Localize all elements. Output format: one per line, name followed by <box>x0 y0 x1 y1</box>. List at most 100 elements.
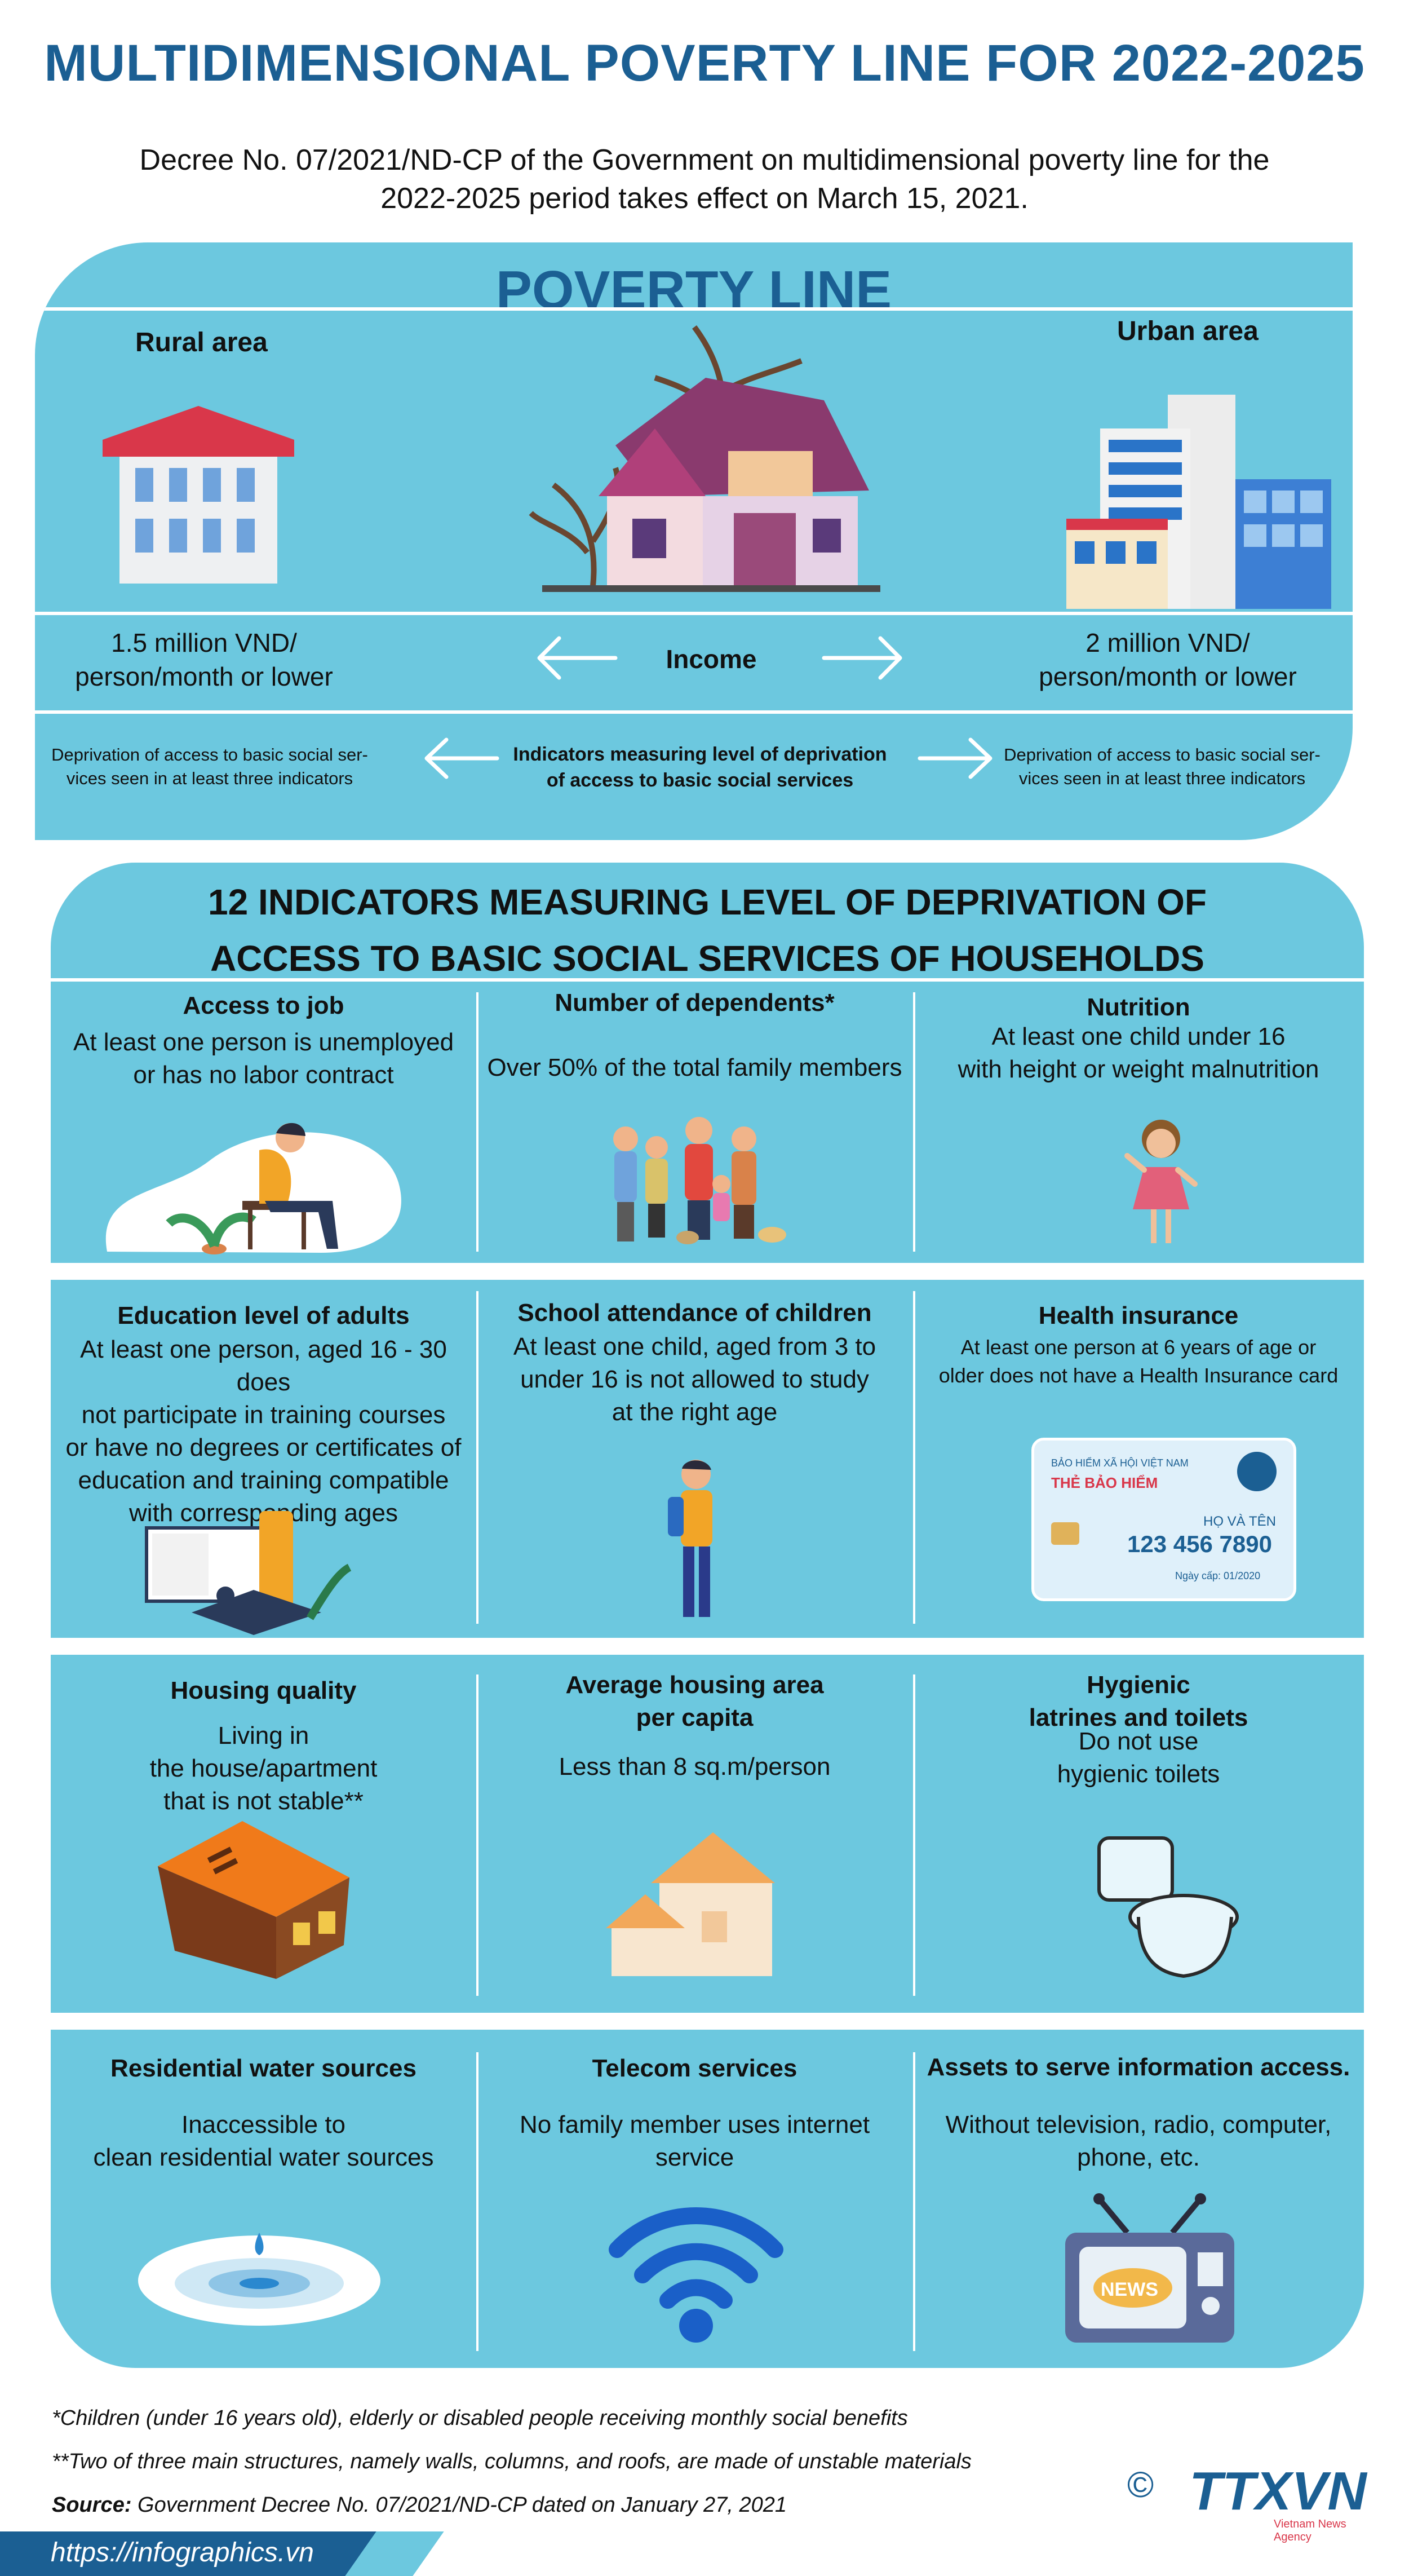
indicator-desc-assets-information: Without television, radio, computer, pho… <box>913 2109 1364 2174</box>
desc-line: service <box>655 2144 734 2171</box>
footnote-structures: **Two of three main structures, namely w… <box>52 2450 972 2473</box>
small-houses-icon <box>606 1832 775 1976</box>
urban-income-line-2: person/month or lower <box>1039 662 1297 691</box>
column-divider <box>476 992 478 1252</box>
unstable-house-icon <box>158 1821 349 1979</box>
rural-area-label: Rural area <box>135 328 268 357</box>
column-divider <box>913 1291 915 1624</box>
indicators-title-line-2: ACCESS TO BASIC SOCIAL SERVICES OF HOUSE… <box>210 938 1204 979</box>
desc-line: At least one person, aged 16 - 30 does <box>80 1336 447 1396</box>
desc-line: Inaccessible to <box>181 2111 346 2138</box>
graduation-books-icon <box>145 1511 352 1635</box>
urban-buildings-icon <box>1066 395 1331 609</box>
arrow-left-icon <box>424 737 499 779</box>
arrow-right-icon <box>822 636 902 680</box>
footer-url-bar <box>0 2531 395 2576</box>
desc-line: that is not stable** <box>163 1787 364 1815</box>
urban-income-line-1: 2 million VND/ <box>1085 628 1250 657</box>
title-line: latrines and toilets <box>1029 1704 1248 1731</box>
indicator-desc-hygienic-latrines: Do not use hygienic toilets <box>913 1725 1364 1791</box>
indicator-title-health-insurance: Health insurance <box>1038 1302 1239 1329</box>
rural-income: 1.5 million VND/ person/month or lower <box>46 626 362 693</box>
source-note: Source: Government Decree No. 07/2021/ND… <box>52 2493 787 2517</box>
divider <box>35 710 1353 714</box>
title-line: Hygienic <box>1087 1671 1190 1699</box>
desc-line: At least one person at 6 years of age or <box>960 1336 1317 1359</box>
family-icon <box>613 1117 786 1244</box>
indicators-title-line-1: 12 INDICATORS MEASURING LEVEL OF DEPRIVA… <box>207 882 1207 922</box>
toilet-icon <box>1097 1836 1239 1978</box>
desc-line: with height or weight malnutrition <box>958 1055 1319 1083</box>
indicator-title-housing-quality: Housing quality <box>170 1677 357 1704</box>
rural-deprivation-line-1: Deprivation of access to basic social se… <box>51 745 368 765</box>
arrow-right-icon <box>918 737 992 779</box>
band-divider <box>51 1263 1364 1280</box>
desc-line: or have no degrees or certificates of <box>65 1434 462 1461</box>
indicator-desc-average-housing-area: Less than 8 sq.m/person <box>559 1753 831 1780</box>
indicator-title-school-attendance: School attendance of children <box>517 1299 872 1327</box>
desc-line: Without television, radio, computer, <box>945 2111 1332 2138</box>
desc-line: or has no labor contract <box>133 1061 394 1089</box>
tv-news-label: NEWS <box>1101 2279 1158 2300</box>
urban-area-label: Urban area <box>1117 316 1259 346</box>
rural-income-line-1: 1.5 million VND/ <box>111 628 297 657</box>
indicator-title-assets-information: Assets to serve information access. <box>927 2053 1350 2081</box>
indicator-title-telecom-services: Telecom services <box>592 2054 797 2082</box>
column-divider <box>913 1674 915 1996</box>
card-issue-date: Ngày cấp: 01/2020 <box>1175 1570 1261 1581</box>
card-org: BẢO HIỂM XÃ HỘI VIỆT NAM <box>1051 1457 1189 1469</box>
card-name-label: HỌ VÀ TÊN <box>1203 1514 1276 1529</box>
desc-line: At least one person is unemployed <box>73 1028 454 1056</box>
indicators-title: 12 INDICATORS MEASURING LEVEL OF DEPRIVA… <box>51 874 1364 987</box>
chip-icon <box>1051 1522 1079 1545</box>
card-title: THẺ BẢO HIỂM <box>1051 1474 1158 1491</box>
column-divider <box>913 2052 915 2351</box>
indicator-desc-number-of-dependents: Over 50% of the total family members <box>487 1054 902 1081</box>
water-drop-icon <box>138 2233 380 2326</box>
indicator-desc-nutrition: At least one child under 16 with height … <box>913 1020 1364 1086</box>
poverty-line-title: POVERTY LINE <box>495 260 892 320</box>
desc-line: hygienic toilets <box>1057 1760 1220 1788</box>
footnote-children: *Children (under 16 years old), elderly … <box>52 2406 908 2430</box>
television-icon <box>1065 2193 1234 2343</box>
rural-deprivation-line-2: vices seen in at least three indicators <box>66 768 353 788</box>
poverty-line-panel: POVERTY LINE Rural area Urban area <box>35 242 1353 840</box>
desc-line: under 16 is not allowed to study <box>520 1366 869 1393</box>
wifi-icon <box>609 2207 783 2343</box>
rural-deprivation: Deprivation of access to basic social se… <box>46 743 373 790</box>
indicator-desc-education-level: At least one person, aged 16 - 30 does n… <box>51 1333 476 1530</box>
indicators-measuring-line-1: Indicators measuring level of deprivatio… <box>513 744 887 765</box>
indicators-measuring-label: Indicators measuring level of deprivatio… <box>497 741 903 793</box>
source-text: Government Decree No. 07/2021/ND-CP date… <box>131 2493 787 2517</box>
indicator-title-average-housing-area: Average housing area per capita <box>476 1669 913 1734</box>
band-divider <box>51 1638 1364 1655</box>
band-divider <box>51 2013 1364 2030</box>
title-line: per capita <box>636 1704 754 1731</box>
indicator-title-number-of-dependents: Number of dependents* <box>555 989 835 1017</box>
indicator-desc-residential-water: Inaccessible to clean residential water … <box>51 2109 476 2174</box>
arrow-left-icon <box>537 636 618 680</box>
unemployed-person-icon <box>105 1123 401 1254</box>
source-label: Source: <box>52 2493 132 2517</box>
indicator-title-access-to-job: Access to job <box>183 992 344 1019</box>
divider <box>51 978 1364 982</box>
indicator-title-education-level: Education level of adults <box>117 1302 410 1329</box>
desc-line: education and training compatible <box>78 1466 449 1494</box>
desc-line: At least one child, aged from 3 to <box>513 1333 876 1360</box>
column-divider <box>913 992 915 1252</box>
decree-line-1: Decree No. 07/2021/ND-CP of the Governme… <box>139 144 1270 176</box>
poor-house-illustration <box>529 325 880 592</box>
child-girl-icon <box>1124 1120 1198 1243</box>
copyright-icon: © <box>1127 2464 1154 2505</box>
ttxvn-logo: © TTXVN Vietnam News Agency <box>1127 2461 1375 2543</box>
logo-text: TTXVN <box>1189 2461 1367 2521</box>
column-divider <box>476 1291 478 1624</box>
income-label: Income <box>666 644 757 674</box>
logo-subtitle: Vietnam News Agency <box>1274 2518 1346 2543</box>
insurance-logo-icon <box>1237 1452 1277 1491</box>
divider <box>35 612 1353 615</box>
column-divider <box>476 2052 478 2351</box>
website-link[interactable]: https://infographics.vn <box>51 2538 314 2568</box>
desc-line: clean residential water sources <box>93 2144 434 2171</box>
indicator-desc-housing-quality: Living in the house/apartment that is no… <box>51 1720 476 1818</box>
